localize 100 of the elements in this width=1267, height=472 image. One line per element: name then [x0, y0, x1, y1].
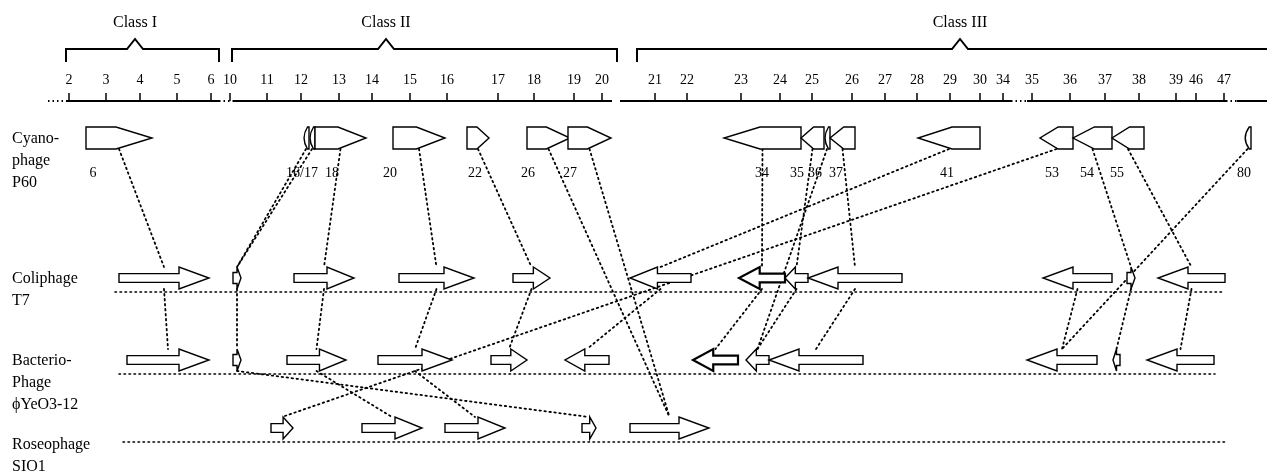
gene-block: [233, 267, 241, 289]
homology-line: [118, 148, 165, 268]
ruler-number: 38: [1131, 73, 1147, 87]
ruler-number: 35: [1024, 73, 1040, 87]
ruler-number: 16: [439, 73, 455, 87]
gene-number: 16/17: [286, 166, 318, 180]
homology-line: [477, 148, 533, 268]
gene-number: 35: [790, 166, 804, 180]
gene-block: [527, 127, 570, 149]
gene-block: [1127, 267, 1135, 289]
ruler-number: 27: [877, 73, 893, 87]
homology-line: [1179, 288, 1193, 350]
gene-block: [785, 267, 808, 289]
gene-block: [287, 349, 346, 371]
gene-number: 6: [89, 166, 97, 180]
gene-number: 53: [1045, 166, 1059, 180]
homology-line: [281, 148, 1058, 418]
gene-block: [1027, 349, 1097, 371]
ruler-number: 26: [844, 73, 860, 87]
ruler-number: 37: [1097, 73, 1113, 87]
gene-block: [467, 127, 489, 149]
homology-line: [588, 148, 671, 418]
gene-block: [86, 127, 152, 149]
ruler-number: 10: [222, 73, 238, 87]
genome-label: Roseophage SIO1: [12, 434, 92, 472]
homology-line: [815, 288, 856, 350]
ruler-number: 24: [772, 73, 788, 87]
homology-line: [714, 288, 763, 350]
homology-line: [1115, 288, 1132, 350]
homology-line: [1127, 148, 1193, 268]
gene-block: [1073, 127, 1112, 149]
gene-block: [393, 127, 445, 149]
gene-block: [565, 349, 609, 371]
ruler-number: 39: [1168, 73, 1184, 87]
gene-arc: [1244, 127, 1251, 149]
gene-block: [233, 349, 241, 371]
gene-number: 80: [1237, 166, 1251, 180]
homology-line: [508, 288, 533, 350]
gene-block: [127, 349, 209, 371]
homology-line: [315, 370, 393, 418]
gene-number: 27: [563, 166, 577, 180]
ruler-number: 22: [679, 73, 695, 87]
gene-number: 41: [940, 166, 954, 180]
gene-block: [693, 349, 738, 371]
gene-block: [1043, 267, 1112, 289]
gene-block: [445, 417, 505, 439]
gene-block: [362, 417, 422, 439]
gene-block: [808, 267, 902, 289]
gene-block: [769, 349, 863, 371]
homology-line: [414, 288, 438, 350]
gene-number: 55: [1110, 166, 1124, 180]
homology-line: [1091, 148, 1132, 268]
gene-block: [746, 349, 769, 371]
ruler-number: 13: [331, 73, 347, 87]
genome-label: Coliphage T7: [12, 268, 79, 310]
gene-arc: [824, 127, 830, 149]
homology-line: [547, 148, 671, 418]
ruler-number: 19: [566, 73, 582, 87]
gene-number: 54: [1080, 166, 1094, 180]
gene-number: 26: [521, 166, 535, 180]
class-label: Class II: [360, 14, 412, 30]
homology-line: [1061, 148, 1249, 350]
gene-number: 20: [383, 166, 397, 180]
ruler-number: 30: [972, 73, 988, 87]
gene-block: [739, 267, 785, 289]
ruler-number: 2: [64, 73, 74, 87]
ruler-number: 36: [1062, 73, 1078, 87]
homology-line: [1061, 288, 1079, 350]
class-label: Class III: [931, 14, 989, 30]
gene-arc: [303, 127, 309, 149]
ruler-number: 14: [364, 73, 380, 87]
class-label: Class I: [112, 14, 158, 30]
gene-number: 36: [808, 166, 822, 180]
gene-block: [119, 267, 209, 289]
gene-block: [1113, 349, 1120, 371]
gene-block: [378, 349, 452, 371]
homology-line: [841, 148, 856, 268]
ruler-number: 3: [101, 73, 111, 87]
gene-number: 37: [829, 166, 843, 180]
homology-line: [163, 288, 169, 350]
ruler-number: 28: [909, 73, 925, 87]
gene-block: [630, 417, 709, 439]
ruler-number: 6: [206, 73, 216, 87]
homology-line: [659, 148, 950, 268]
gene-block: [1158, 267, 1225, 289]
genome-label: Cyano- phage P60: [12, 128, 61, 192]
ruler-number: 11: [259, 73, 275, 87]
gene-block: [491, 349, 527, 371]
gene-block: [513, 267, 550, 289]
homology-line: [418, 148, 438, 268]
gene-block: [582, 417, 596, 439]
ruler-number: 29: [942, 73, 958, 87]
genome-label: Bacterio- Phage ϕYeO3-12: [12, 350, 80, 415]
ruler-number: 4: [135, 73, 145, 87]
gene-block: [918, 127, 980, 149]
gene-number: 22: [468, 166, 482, 180]
ruler-number: 21: [647, 73, 663, 87]
ruler-number: 18: [526, 73, 542, 87]
gene-block: [1112, 127, 1144, 149]
homology-line: [315, 288, 325, 350]
